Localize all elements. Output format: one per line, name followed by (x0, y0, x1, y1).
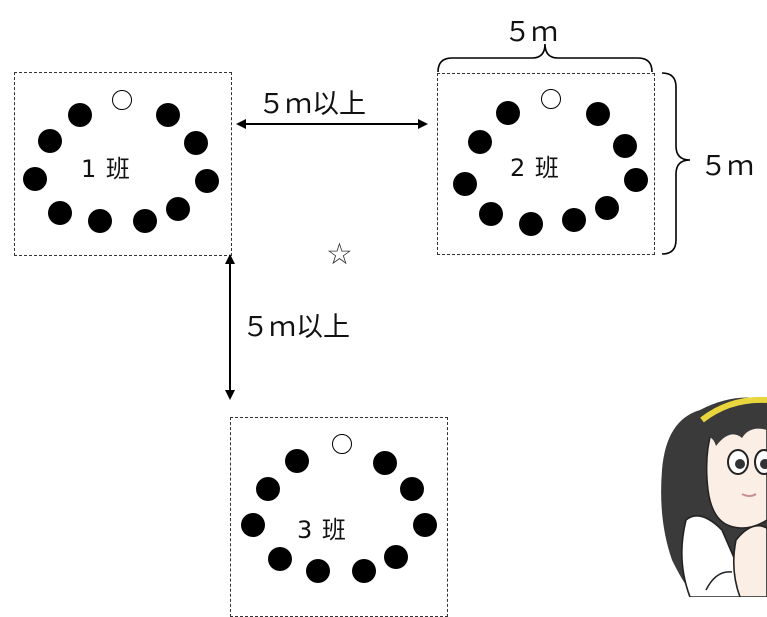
member-marker (413, 513, 437, 537)
group-3-area: 3 班 (230, 417, 448, 617)
member-marker (88, 209, 112, 233)
member-marker (562, 208, 586, 232)
member-marker (373, 451, 397, 475)
member-marker (352, 559, 376, 583)
height-label: ５ｍ (700, 151, 754, 182)
member-marker (38, 129, 62, 153)
group-2-area: 2 班 (437, 73, 655, 255)
leader-marker (332, 434, 352, 454)
member-marker (285, 449, 309, 473)
member-marker (384, 545, 408, 569)
horizontal-distance-label: ５ｍ以上 (258, 89, 366, 120)
member-marker (156, 103, 180, 127)
member-marker (184, 131, 208, 155)
group-2-label: 2 班 (510, 154, 560, 182)
member-marker (256, 477, 280, 501)
member-marker (468, 130, 492, 154)
member-marker (195, 169, 219, 193)
member-marker (595, 196, 619, 220)
member-marker (479, 202, 503, 226)
member-marker (68, 103, 92, 127)
leader-marker (541, 89, 561, 109)
center-star-icon: ☆ (326, 237, 353, 272)
member-marker (133, 209, 157, 233)
group-3-label: 3 班 (297, 516, 347, 544)
group-1-area: 1 班 (14, 72, 232, 256)
member-marker (400, 477, 424, 501)
dimension-lines (225, 43, 691, 400)
member-marker (624, 168, 648, 192)
group-1-label: 1 班 (81, 155, 131, 183)
member-marker (23, 167, 47, 191)
member-marker (613, 134, 637, 158)
girl-illustration (661, 396, 767, 597)
member-marker (306, 559, 330, 583)
member-marker (241, 513, 265, 537)
width-brace (437, 43, 653, 73)
member-marker (48, 201, 72, 225)
width-label: ５ｍ (504, 17, 558, 48)
member-marker (453, 172, 477, 196)
vertical-distance-label: ５ｍ以上 (242, 312, 350, 343)
member-marker (519, 212, 543, 236)
member-marker (586, 102, 610, 126)
member-marker (496, 101, 520, 125)
leader-marker (112, 90, 132, 110)
member-marker (166, 197, 190, 221)
member-marker (268, 547, 292, 571)
height-brace (661, 72, 691, 255)
